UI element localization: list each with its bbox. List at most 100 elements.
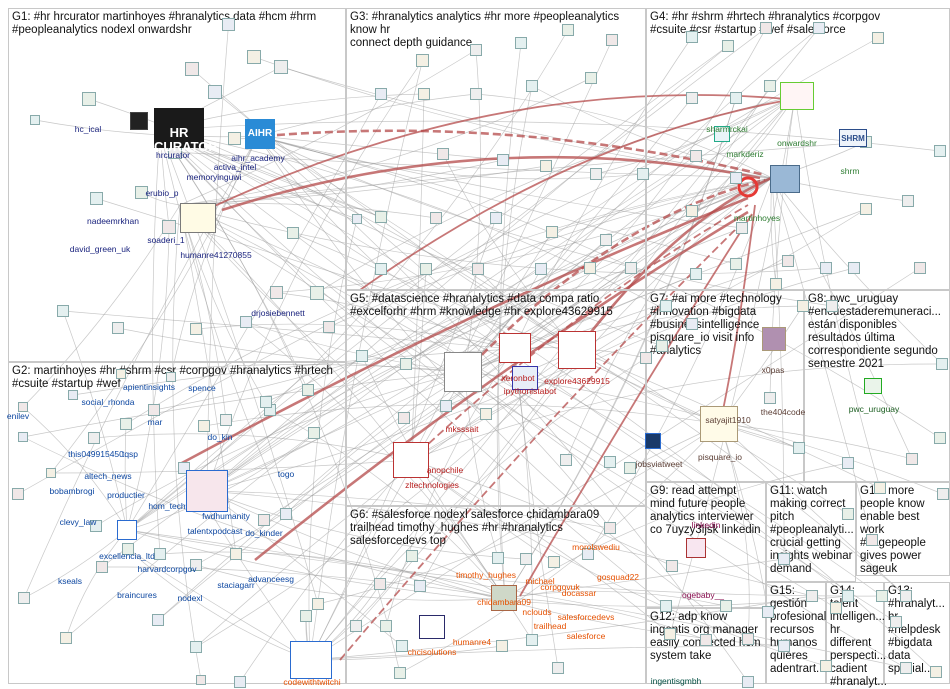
- hub-node-1[interactable]: [130, 112, 148, 130]
- node-14[interactable]: [240, 316, 252, 328]
- node-8[interactable]: [208, 85, 222, 99]
- node-75[interactable]: [874, 482, 886, 494]
- node-117[interactable]: [46, 468, 56, 478]
- node-130[interactable]: [190, 559, 202, 571]
- node-142[interactable]: [166, 372, 176, 382]
- node-40[interactable]: [600, 234, 612, 246]
- node-132[interactable]: [122, 543, 134, 555]
- hub-node-9[interactable]: [393, 442, 429, 478]
- node-80[interactable]: [686, 318, 698, 330]
- node-96[interactable]: [400, 358, 412, 370]
- node-103[interactable]: [604, 522, 616, 534]
- node-56[interactable]: [730, 172, 742, 184]
- node-65[interactable]: [934, 145, 946, 157]
- node-138[interactable]: [300, 610, 312, 622]
- node-151[interactable]: [666, 560, 678, 572]
- node-131[interactable]: [154, 548, 166, 560]
- node-45[interactable]: [584, 262, 596, 274]
- node-107[interactable]: [492, 552, 504, 564]
- node-90[interactable]: [720, 600, 732, 612]
- node-37[interactable]: [430, 212, 442, 224]
- hub-node-17[interactable]: [419, 615, 445, 639]
- node-48[interactable]: [722, 40, 734, 52]
- node-67[interactable]: [914, 262, 926, 274]
- node-59[interactable]: [690, 268, 702, 280]
- node-121[interactable]: [148, 404, 160, 416]
- node-46[interactable]: [625, 262, 637, 274]
- node-6[interactable]: [135, 186, 148, 199]
- node-79[interactable]: [640, 352, 652, 364]
- node-139[interactable]: [18, 402, 28, 412]
- node-77[interactable]: [660, 300, 672, 312]
- node-149[interactable]: [396, 640, 408, 652]
- node-41[interactable]: [375, 263, 387, 275]
- node-9[interactable]: [228, 132, 241, 145]
- node-34[interactable]: [590, 168, 602, 180]
- node-140[interactable]: [68, 390, 78, 400]
- node-1[interactable]: [185, 62, 199, 76]
- node-0[interactable]: [82, 92, 96, 106]
- node-23[interactable]: [515, 37, 527, 49]
- node-133[interactable]: [96, 561, 108, 573]
- node-94[interactable]: [900, 662, 912, 674]
- node-38[interactable]: [490, 212, 502, 224]
- node-134[interactable]: [152, 614, 164, 626]
- node-95[interactable]: [356, 350, 368, 362]
- node-100[interactable]: [560, 454, 572, 466]
- node-32[interactable]: [497, 154, 509, 166]
- node-39[interactable]: [546, 226, 558, 238]
- node-43[interactable]: [472, 263, 484, 275]
- node-135[interactable]: [60, 632, 72, 644]
- node-113[interactable]: [526, 634, 538, 646]
- node-78[interactable]: [656, 340, 668, 352]
- node-4[interactable]: [274, 60, 288, 74]
- node-155[interactable]: [842, 590, 854, 602]
- node-47[interactable]: [686, 31, 698, 43]
- node-105[interactable]: [548, 556, 560, 568]
- node-26[interactable]: [375, 88, 387, 100]
- node-51[interactable]: [872, 32, 884, 44]
- node-21[interactable]: [416, 54, 429, 67]
- node-109[interactable]: [374, 578, 386, 590]
- node-153[interactable]: [664, 628, 676, 640]
- node-22[interactable]: [470, 44, 482, 56]
- node-102[interactable]: [624, 462, 636, 474]
- node-86[interactable]: [778, 553, 790, 565]
- node-12[interactable]: [310, 286, 324, 300]
- node-93[interactable]: [820, 660, 832, 672]
- hub-node-18[interactable]: [645, 433, 661, 449]
- node-137[interactable]: [190, 641, 202, 653]
- node-54[interactable]: [764, 80, 776, 92]
- node-141[interactable]: [116, 369, 126, 379]
- node-127[interactable]: [258, 514, 270, 526]
- node-64[interactable]: [902, 195, 914, 207]
- node-76[interactable]: [937, 488, 949, 500]
- node-81[interactable]: [770, 278, 782, 290]
- hub-node-19[interactable]: [686, 538, 706, 558]
- node-73[interactable]: [906, 453, 918, 465]
- node-69[interactable]: [797, 300, 809, 312]
- node-143[interactable]: [260, 396, 272, 408]
- node-44[interactable]: [535, 263, 547, 275]
- node-154[interactable]: [806, 590, 818, 602]
- hub-node-14[interactable]: [117, 520, 137, 540]
- node-30[interactable]: [585, 72, 597, 84]
- node-68[interactable]: [848, 262, 860, 274]
- node-157[interactable]: [700, 634, 712, 646]
- node-61[interactable]: [782, 255, 794, 267]
- node-129[interactable]: [230, 548, 242, 560]
- hub-node-6[interactable]: [499, 333, 531, 363]
- node-70[interactable]: [826, 300, 838, 312]
- node-29[interactable]: [526, 80, 538, 92]
- node-114[interactable]: [394, 667, 406, 679]
- node-148[interactable]: [350, 620, 362, 632]
- node-115[interactable]: [12, 488, 24, 500]
- node-82[interactable]: [764, 392, 776, 404]
- node-33[interactable]: [540, 160, 552, 172]
- node-145[interactable]: [196, 675, 206, 685]
- node-104[interactable]: [582, 548, 594, 560]
- node-11[interactable]: [30, 115, 40, 125]
- hub-node-7[interactable]: [512, 366, 538, 390]
- node-158[interactable]: [742, 676, 754, 688]
- node-126[interactable]: [308, 427, 320, 439]
